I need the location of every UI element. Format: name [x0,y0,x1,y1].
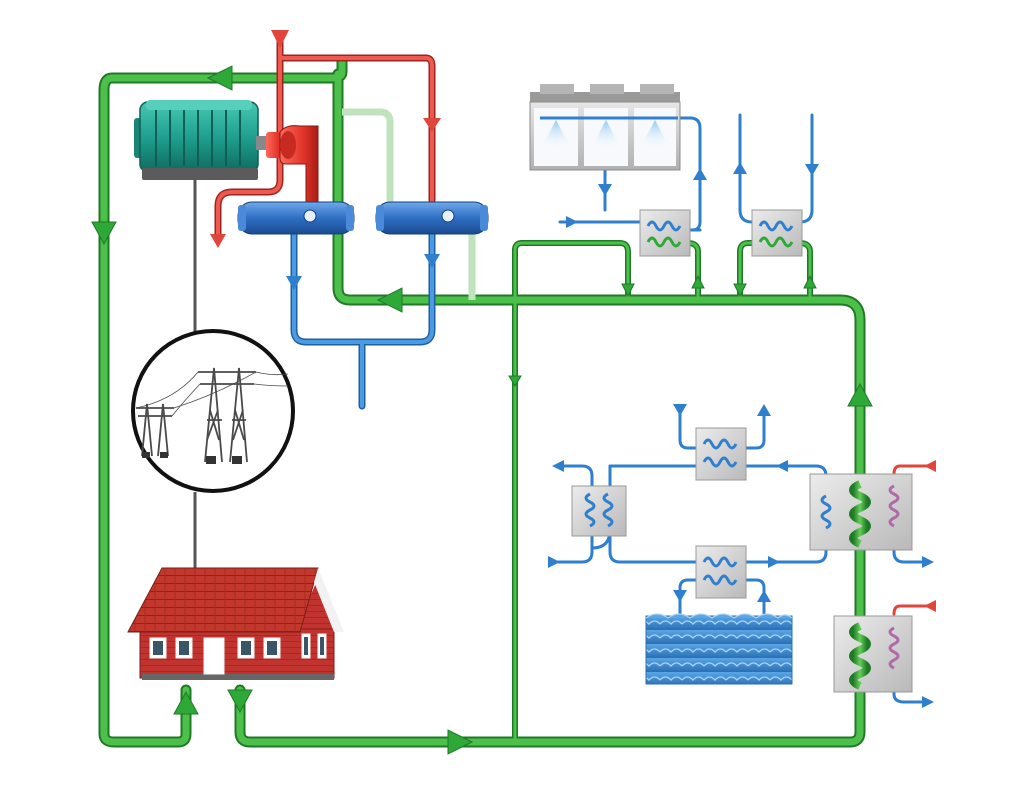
flow-arrow-icon [924,460,936,612]
steam-pipes [214,36,436,244]
return-heat-pipes [892,464,930,616]
power-pylon-icon [131,329,295,493]
flow-arrow-icon [210,30,441,248]
flow-arrow-icon [91,65,873,755]
house-icon [127,567,344,680]
heat-exchanger-icon [695,545,747,599]
heat-exchanger-icon [639,209,691,257]
district-heating-pipes [98,54,866,748]
turbine-icon [266,125,319,213]
heat-exchanger-icon [809,473,913,551]
cooling-tower-icon [529,84,681,171]
heat-exchanger-icon [695,427,747,481]
heat-exchanger-icon [833,615,913,693]
flow-arrow-icon [286,162,934,708]
water-reservoir-icon [645,613,793,685]
condenser-icon [375,201,489,235]
generator-icon [134,100,268,180]
condenser-icon [237,201,355,235]
heat-exchanger-icon [751,209,803,257]
heat-exchanger-icon [571,485,627,537]
